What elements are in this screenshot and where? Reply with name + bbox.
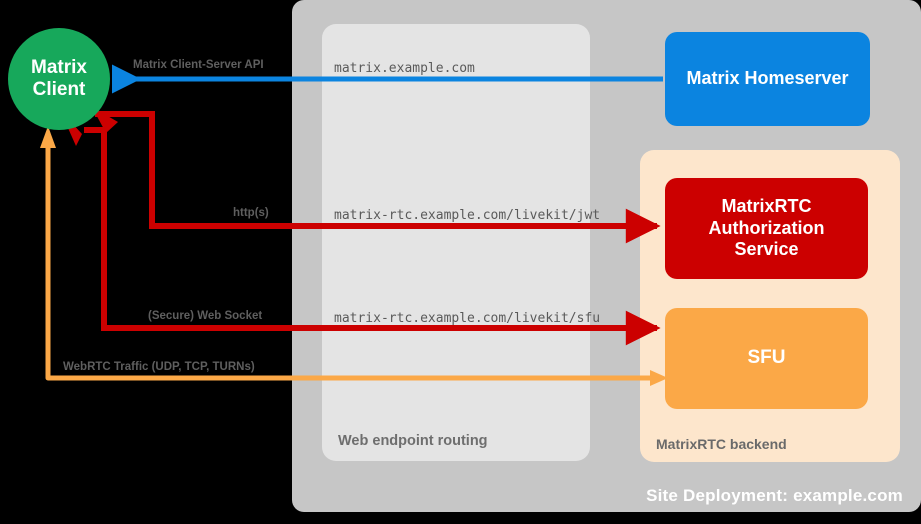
endpoint-livekit-jwt: matrix-rtc.example.com/livekit/jwt <box>334 208 601 223</box>
node-sfu[interactable]: SFU <box>665 308 868 409</box>
node-matrix-client-line1: Matrix <box>31 56 87 78</box>
edge-label-webrtc-traffic: WebRTC Traffic (UDP, TCP, TURNs) <box>63 361 255 373</box>
node-matrix-client[interactable]: Matrix Client <box>8 28 110 130</box>
web-endpoint-routing-container: Web endpoint routing <box>322 24 590 461</box>
node-matrix-homeserver[interactable]: Matrix Homeserver <box>665 32 870 126</box>
site-deployment-label: Site Deployment: example.com <box>646 486 903 505</box>
endpoint-matrix-example-com: matrix.example.com <box>334 61 475 76</box>
node-auth-line3: Service <box>734 239 799 260</box>
matrixrtc-backend-label: MatrixRTC backend <box>656 436 787 452</box>
endpoint-livekit-sfu: matrix-rtc.example.com/livekit/sfu <box>334 311 601 326</box>
node-matrixrtc-authorization-service[interactable]: MatrixRTC Authorization Service <box>665 178 868 279</box>
edge-label-secure-websocket: (Secure) Web Socket <box>148 310 263 322</box>
node-auth-line1: MatrixRTC <box>721 196 812 217</box>
node-matrix-client-line2: Client <box>32 79 86 100</box>
node-sfu-label: SFU <box>747 347 786 369</box>
node-auth-line2: Authorization <box>708 217 825 238</box>
edge-label-matrix-client-server-api: Matrix Client-Server API <box>133 59 264 71</box>
web-endpoint-routing-label: Web endpoint routing <box>338 433 488 449</box>
node-matrix-homeserver-label: Matrix Homeserver <box>686 68 849 89</box>
edge-label-http: http(s) <box>233 207 269 219</box>
